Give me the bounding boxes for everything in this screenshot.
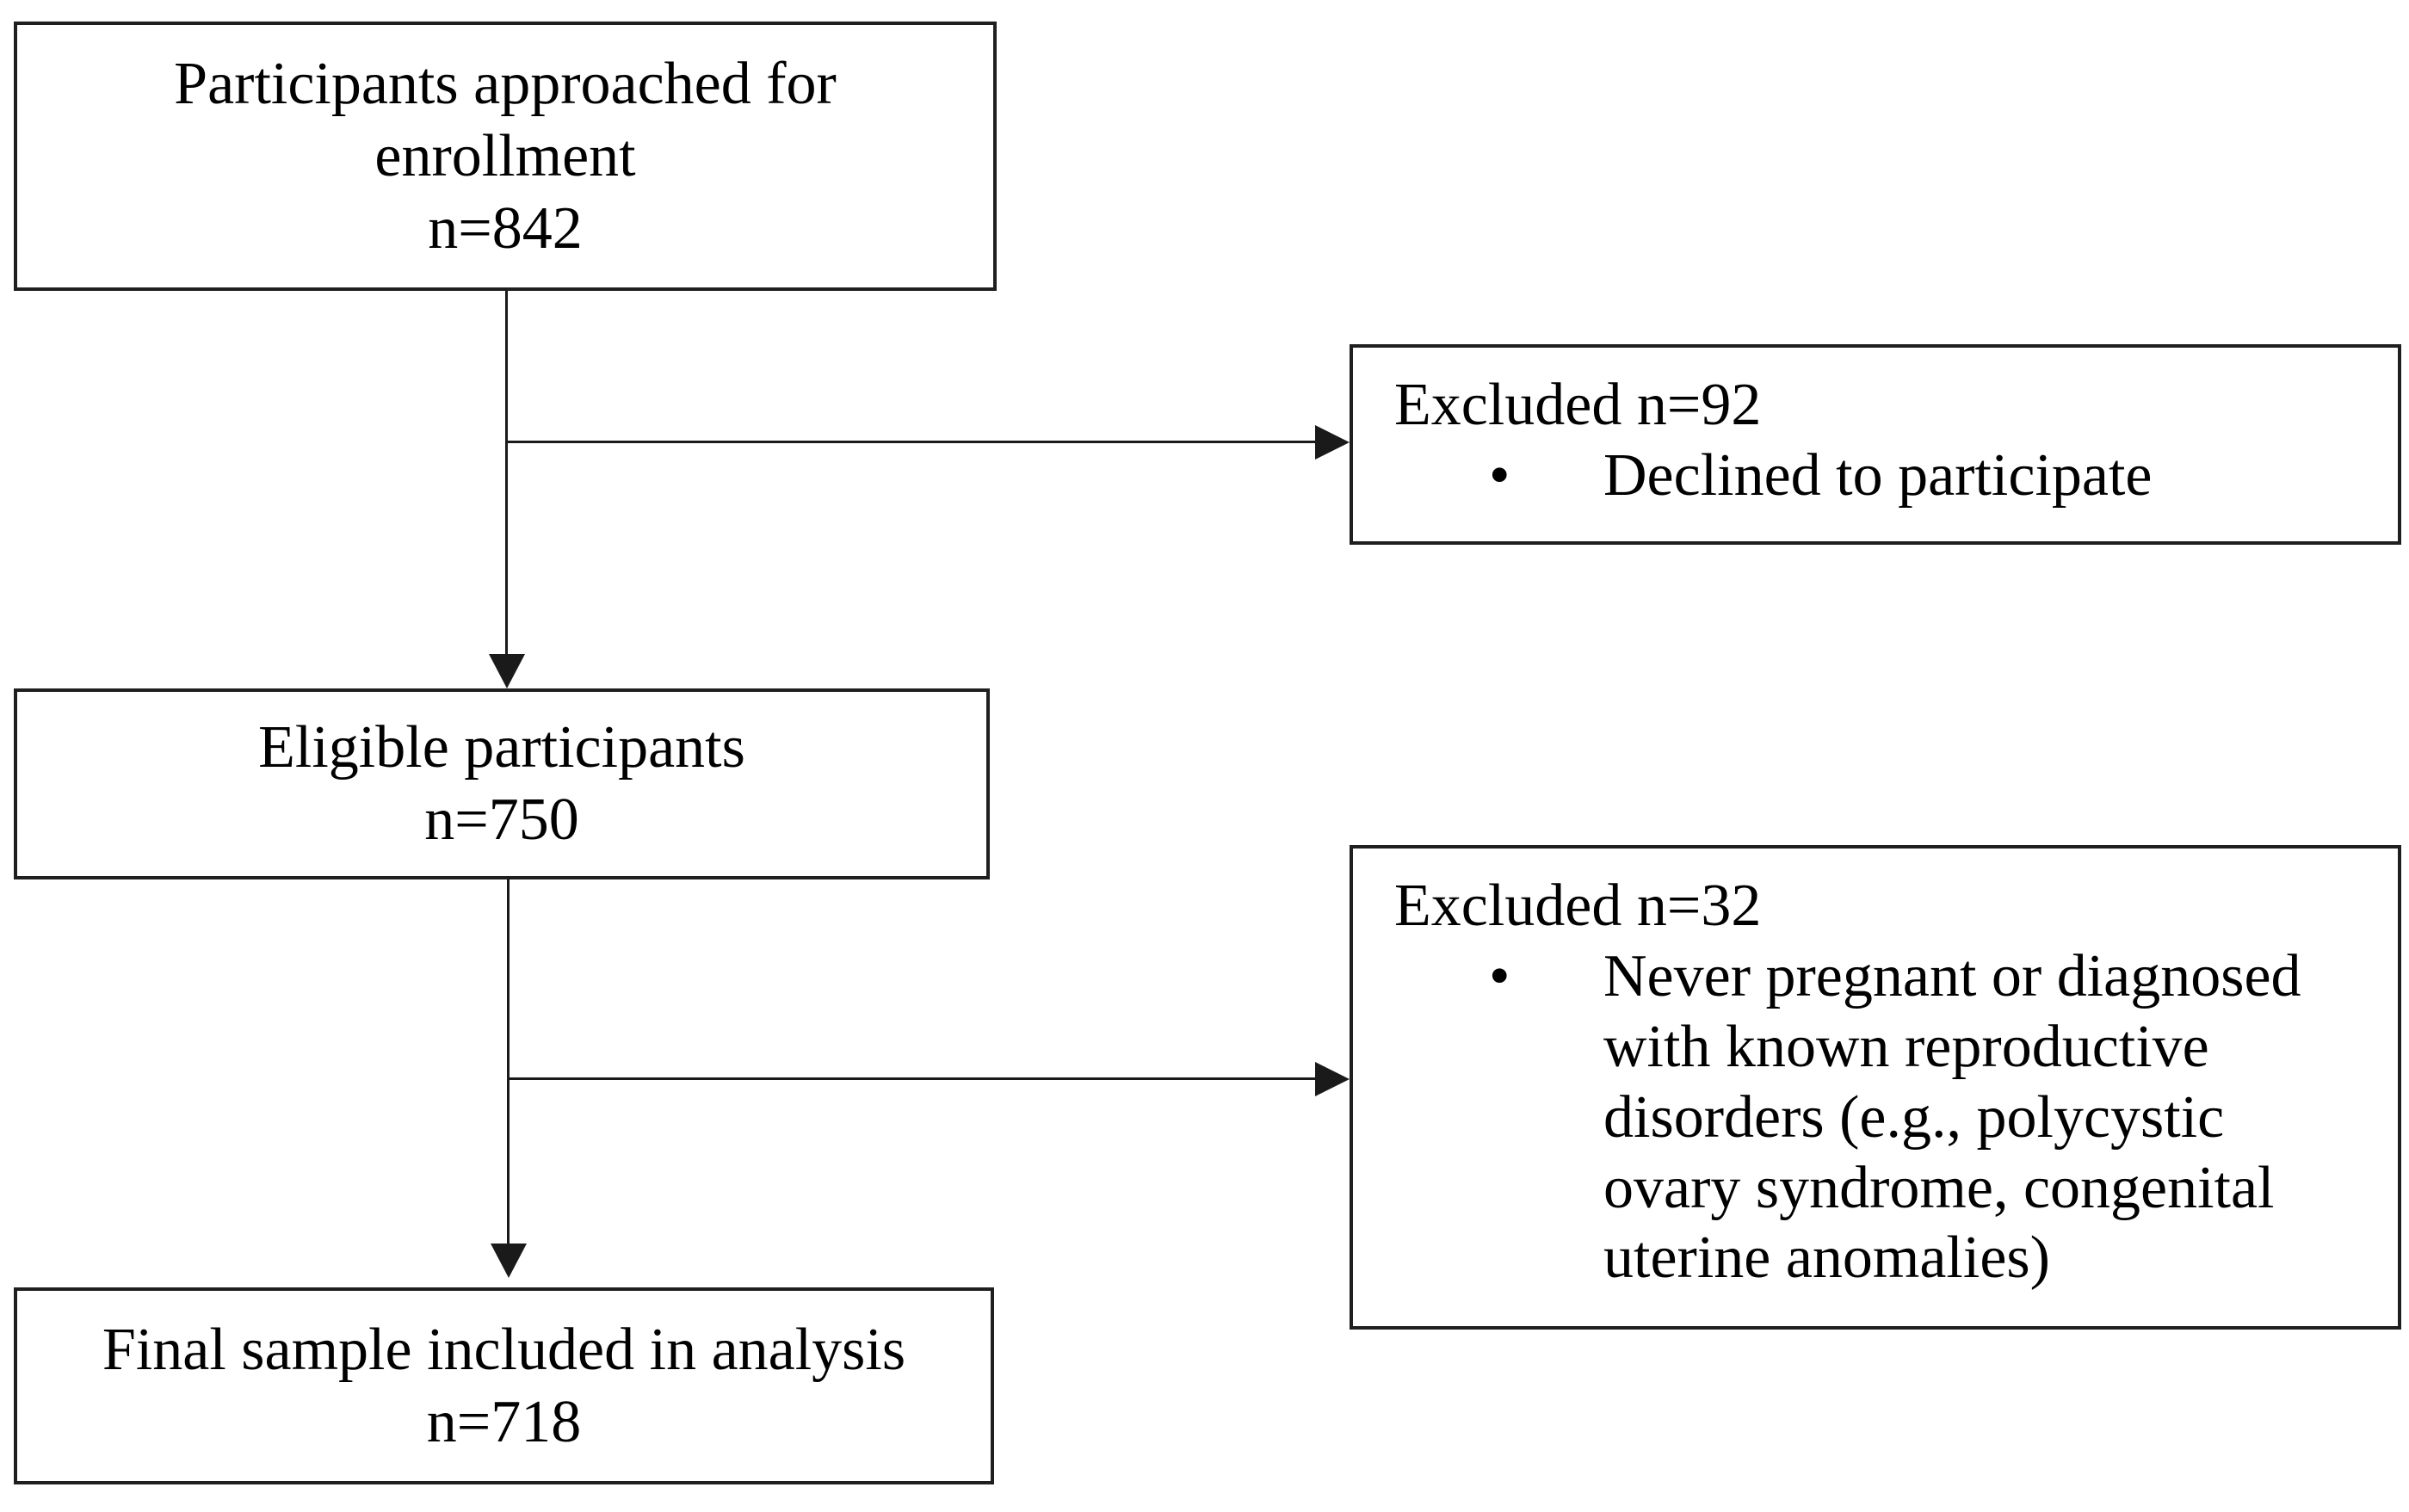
node-final-sample: Final sample included in analysis n=718 [14,1287,994,1484]
node-excluded-declined: Excluded n=92 • Declined to participate [1350,344,2401,545]
bullet-icon: • [1489,942,1510,1009]
bullet-icon: • [1489,441,1510,509]
node-count: n=750 [424,787,579,853]
exclusion-title: Excluded n=32 [1394,873,1762,939]
node-text-line: Participants approached for [174,50,837,117]
flow-line-to-excluded-reproductive [508,1077,1317,1080]
bullet-item: • Never pregnant or diagnosed with known… [1394,941,2372,1293]
node-excluded-reproductive: Excluded n=32 • Never pregnant or diagno… [1350,845,2401,1330]
node-text-line: enrollment [374,122,636,189]
node-participants-approached: Participants approached for enrollment n… [14,22,997,291]
arrowhead-right-icon [1315,1062,1350,1096]
flow-line-to-excluded-declined [506,441,1317,443]
bullet-text: Declined to participate [1603,441,2153,509]
flow-line-eligible-to-final [507,879,510,1244]
exclusion-title: Excluded n=92 [1394,372,1762,438]
node-text-line: Eligible participants [258,714,745,781]
arrowhead-down-icon [489,654,525,688]
arrowhead-right-icon [1315,425,1350,460]
node-count: n=842 [428,194,583,262]
arrowhead-down-icon [491,1244,527,1278]
flow-line-approached-to-eligible [505,291,508,656]
node-text-line: Final sample included in analysis [102,1316,906,1383]
bullet-item: • Declined to participate [1394,441,2372,511]
bullet-text: Never pregnant or diagnosed with known r… [1603,942,2301,1292]
node-count: n=718 [426,1388,582,1455]
node-eligible-participants: Eligible participants n=750 [14,688,990,879]
